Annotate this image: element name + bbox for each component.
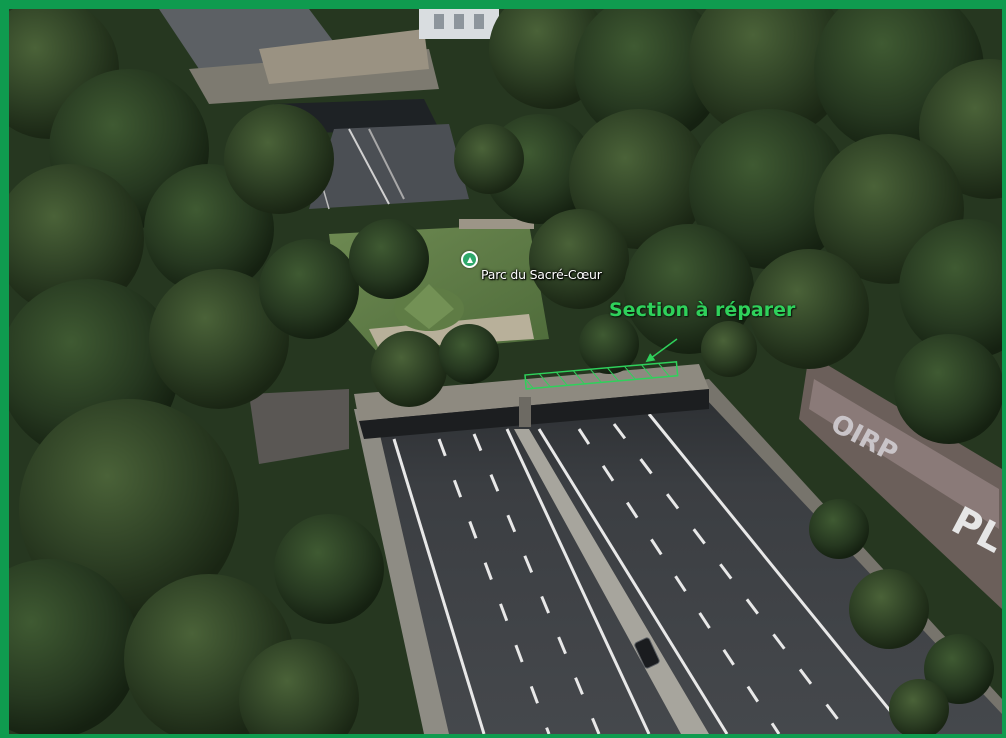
annotation-label: Section à réparer (609, 299, 796, 321)
aerial-view[interactable]: OIRP PL (9, 9, 1002, 734)
bushes-right-bank (809, 499, 994, 734)
graffiti-wall: OIRP PL (799, 354, 1002, 609)
poi-label[interactable]: Parc du Sacré-Cœur (481, 267, 602, 282)
upper-roads (159, 9, 499, 210)
trees-right (454, 9, 1002, 444)
repair-section-highlight[interactable] (524, 360, 679, 390)
left-wall (249, 389, 349, 464)
arrow-icon (645, 338, 678, 363)
trees-left (9, 9, 499, 734)
park-pin-icon[interactable] (461, 251, 478, 268)
